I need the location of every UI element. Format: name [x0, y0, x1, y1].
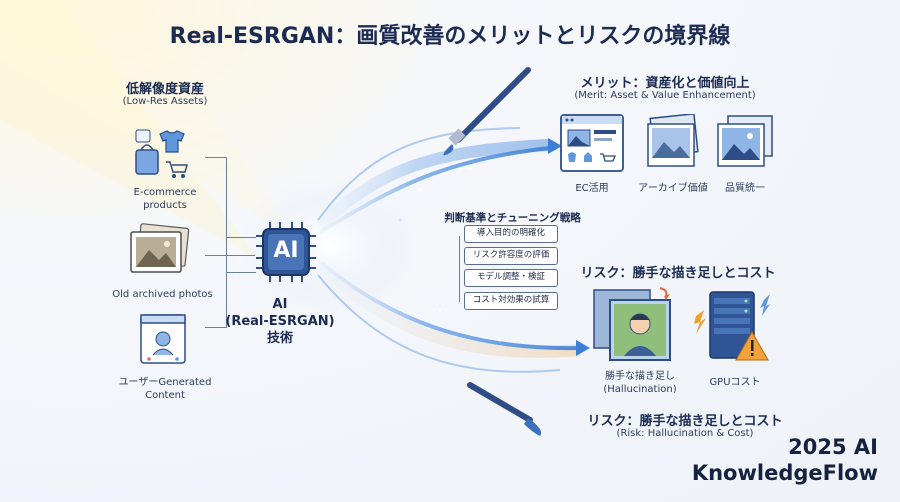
- photo-stack-icon: [125, 222, 197, 278]
- risk-footer-sub: (Risk: Hallucination & Cost): [616, 428, 754, 439]
- merit-item-label: 品質統一: [725, 183, 765, 194]
- merit-header-sub: (Merit: Asset & Value Enhancement): [574, 90, 756, 101]
- paintbrush-icon: [443, 67, 531, 156]
- gpu-cost-label: GPUコスト: [709, 377, 761, 388]
- assets-header-sub: (Low-Res Assets): [122, 96, 208, 107]
- ugc-label: ユーザーGenerated Content: [118, 377, 212, 401]
- risk-flow: [318, 260, 579, 351]
- chip-icon: [256, 222, 316, 282]
- ecommerce-label: E-commerce products: [133, 187, 197, 211]
- risk-arrowhead: [576, 340, 590, 356]
- merit-item-label: アーカイブ価値: [638, 183, 708, 194]
- ecommerce-icon: [130, 128, 192, 182]
- criteria-step: モデル調整・検証: [464, 269, 558, 287]
- light-ray: [0, 0, 300, 240]
- chip-text: AI: [273, 238, 299, 263]
- user-content-icon: [135, 313, 191, 369]
- connector-line: [226, 237, 256, 238]
- criteria-spine: [459, 236, 460, 302]
- ai-chip: AI: [254, 220, 318, 284]
- risk-footer: リスク：勝手な描き足しとコスト: [587, 414, 783, 429]
- merit-item-label: EC活用: [575, 183, 609, 194]
- risk-flow: [315, 260, 581, 358]
- ec-store-icon: [560, 114, 624, 172]
- brand-watermark: 2025 AI KnowledgeFlow: [691, 435, 878, 485]
- assets-header: 低解像度資産: [125, 82, 204, 97]
- connector-line: [205, 255, 255, 256]
- criteria-step: リスク許容度の評価: [464, 247, 558, 265]
- connector-line: [205, 327, 227, 328]
- merit-flow: [317, 127, 521, 221]
- page-title: Real-ESRGAN：画質改善のメリットとリスクの境界線: [169, 24, 731, 49]
- old-photos-label: Old archived photos: [112, 289, 213, 300]
- criteria-header: 判断基準とチューニング戦略: [444, 212, 581, 224]
- risk-header: リスク：勝手な描き足しとコスト: [580, 266, 776, 281]
- light-ray: [0, 0, 260, 260]
- ai-label: AI (Real-ESRGAN) 技術: [225, 297, 335, 346]
- ai-glow: [240, 175, 420, 315]
- connector-line: [226, 272, 256, 273]
- criteria-step: 導入目的の明確化: [464, 225, 558, 243]
- criteria-step: コスト対効果の試算: [464, 292, 558, 310]
- connector-line: [205, 157, 227, 158]
- hallucination-icon: [590, 284, 680, 364]
- connector-line: [226, 157, 227, 327]
- archive-photos-icon: [644, 112, 702, 172]
- risk-flow: [317, 274, 561, 373]
- paintbrush-icon: [467, 382, 542, 436]
- merit-flow: [318, 146, 551, 234]
- quality-images-icon: [716, 114, 774, 172]
- merit-arrowhead: [548, 138, 562, 154]
- merit-flow: [315, 139, 551, 230]
- merit-header: メリット：資産化と価値向上: [580, 76, 750, 91]
- gpu-server-icon: [690, 290, 770, 368]
- hallucination-label: 勝手な描き足し (Hallucination): [603, 371, 677, 395]
